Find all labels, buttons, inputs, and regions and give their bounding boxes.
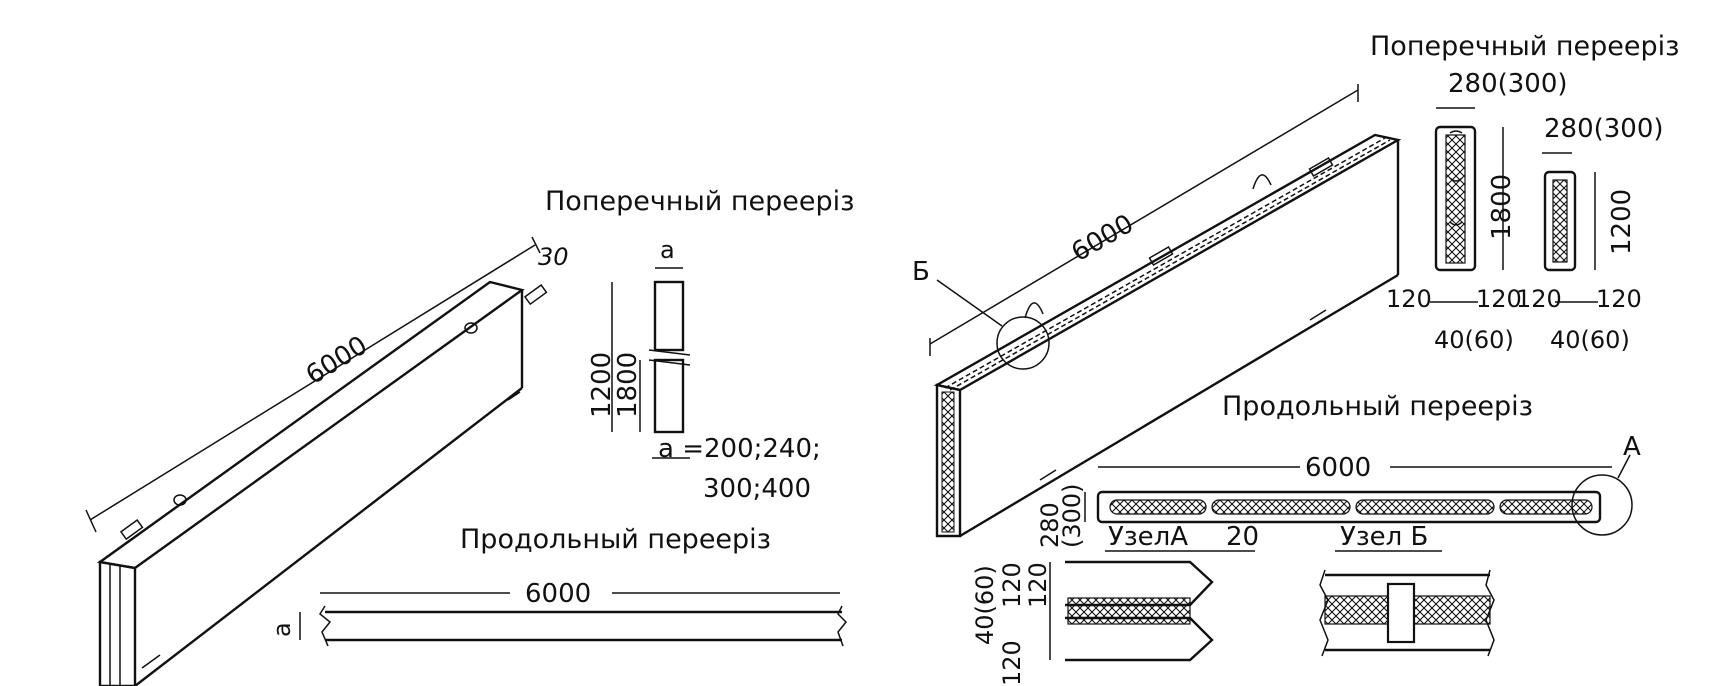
left-panel-3d [96,280,548,686]
right-longitudinal-section: 6000 А 280 (300) [1036,432,1641,548]
node-a-scale: 20 [1226,522,1259,552]
left-edge-text: 30 [538,243,569,271]
left-thickness-values-1: а =200;240; [658,434,821,464]
section2-core: 40(60) [1550,326,1630,354]
left-length-text: 6000 [301,330,373,391]
right-long-thickness: 280 [1036,502,1064,548]
right-length-dimension: 6000 Б [912,84,1359,356]
right-panel-3d [933,133,1402,538]
right-longitudinal-title: Продольный переерiз [1222,391,1533,422]
left-long-length: 6000 [525,579,591,609]
right-cross-section-2: 280(300) 1200 120 120 40(60) [1516,114,1664,354]
node-a-marker: А [1623,432,1641,462]
node-b-label: Узел Б [1340,522,1428,552]
left-thickness-values-2: 300;400 [703,474,811,504]
section1-core: 40(60) [1434,326,1514,354]
layer-dim-mid: 120 [998,562,1026,608]
section1-width: 280(300) [1448,69,1568,99]
right-length-text: 6000 [1067,209,1139,268]
node-a-layer-dims: 120 120 40(60) 120 [971,562,1052,686]
right-cross-section-title: Поперечный переерiз [1370,31,1680,62]
left-longitudinal-section: 6000 а [268,579,848,647]
layer-dim-top: 120 [1024,562,1052,608]
layer-dim-core: 40(60) [971,565,999,645]
left-section-width-a: а [660,236,675,264]
left-height-1200: 1200 [587,352,617,418]
left-long-thickness-a: а [268,622,296,637]
layer-dim-bottom: 120 [998,640,1026,686]
node-a-detail [1049,560,1214,662]
section1-height: 1800 [1487,174,1517,240]
node-a-label: УзелА [1108,522,1188,552]
left-cross-section: а 1200 1800 а =200;240; 300;400 [587,236,821,504]
section2-left: 120 [1516,285,1562,313]
right-long-thickness-alt: (300) [1058,483,1086,548]
left-longitudinal-title: Продольный переерiз [460,524,771,555]
section1-left: 120 [1386,285,1432,313]
node-b-marker: Б [912,257,930,287]
left-length-dimension: 6000 30 [85,236,569,533]
section2-width: 280(300) [1544,114,1664,144]
section1-right: 120 [1476,285,1522,313]
left-cross-section-title: Поперечный переерiз [545,186,855,217]
section2-height: 1200 [1607,189,1637,255]
left-height-1800: 1800 [613,352,643,418]
right-long-length: 6000 [1305,453,1371,483]
section2-right: 120 [1596,285,1642,313]
node-b-detail [1319,569,1495,657]
right-cross-section-1: 280(300) 1800 120 120 40(60) [1386,69,1568,354]
